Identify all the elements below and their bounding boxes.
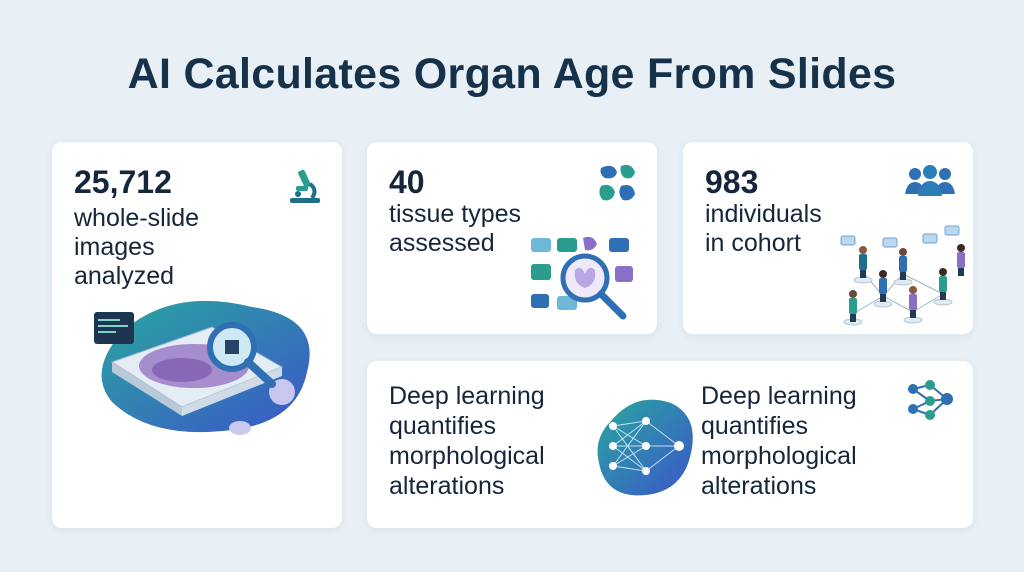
slide-analysis-illustration <box>94 300 310 433</box>
stat-card-slides: 25,712 whole-slide images analyzed <box>52 142 342 528</box>
organs-magnifier-illustration <box>531 236 633 320</box>
stat-description: whole-slide images analyzed <box>74 204 200 290</box>
neural-network-illustration <box>597 399 693 496</box>
page-title: AI Calculates Organ Age From Slides <box>127 50 897 98</box>
stat-description: individuals in cohort <box>705 200 822 257</box>
stat-number: 983 <box>705 164 759 200</box>
cohort-network-illustration <box>840 225 965 326</box>
stat-description: tissue types assessed <box>389 200 522 257</box>
microscope-icon <box>290 169 320 203</box>
stat-number: 40 <box>389 164 425 200</box>
decorative-dot <box>229 421 251 435</box>
stat-card-tissue: 40 tissue types assessed <box>367 142 657 334</box>
method-text-right: Deep learning quantifies morphological a… <box>701 382 857 500</box>
method-text-left: Deep learning quantifies morphological a… <box>389 382 545 500</box>
neural-network-icon <box>908 380 953 420</box>
people-group-icon <box>905 165 955 196</box>
organs-icon <box>599 164 635 201</box>
method-card: Deep learning quantifies morphological a… <box>367 361 973 528</box>
stat-number: 25,712 <box>74 164 172 200</box>
stat-card-cohort: 983 individuals in cohort <box>683 142 973 334</box>
